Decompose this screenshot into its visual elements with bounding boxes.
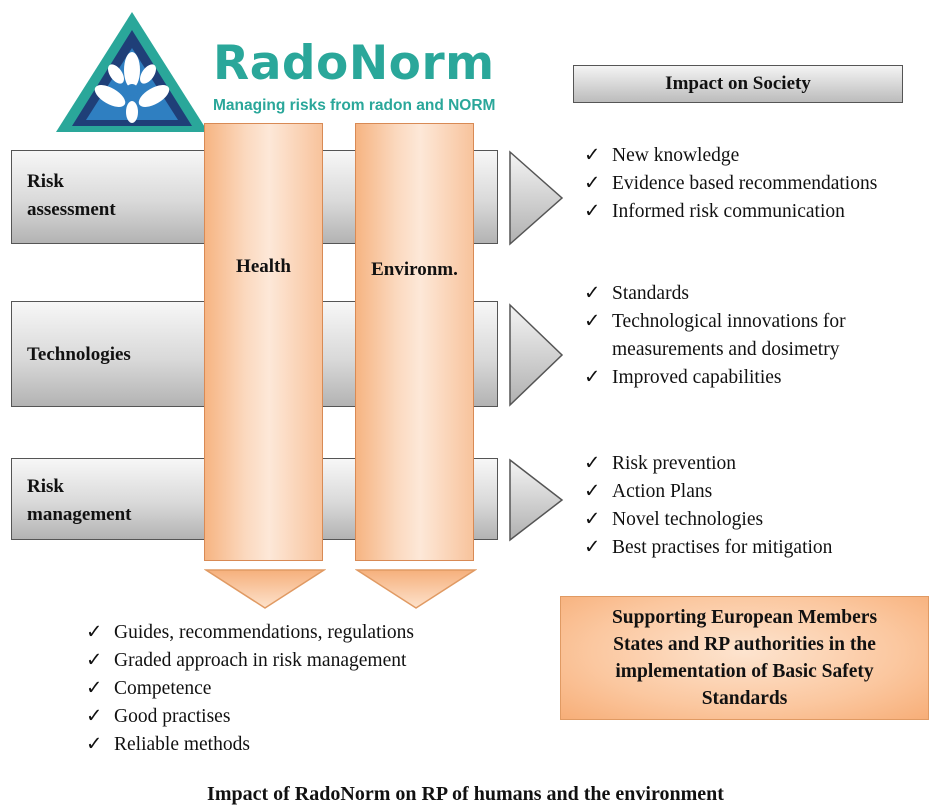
arrow-down-icon [204,569,326,609]
impact-list-technologies: ✓Standards ✓Technological innovations fo… [584,280,846,392]
list-item: ✓Reliable methods [86,734,250,755]
figure-caption: Impact of RadoNorm on RP of humans and t… [207,783,724,805]
list-item: ✓Graded approach in risk management [86,650,407,671]
list-item: ✓Improved capabilities [584,367,782,388]
impact-list-risk-management: ✓Risk prevention ✓Action Plans ✓Novel te… [584,450,832,562]
support-statement-box: Supporting European Members States and R… [560,596,929,720]
outcomes-list: ✓Guides, recommendations, regulations ✓G… [86,619,414,759]
list-item: ✓Novel technologies [584,509,764,530]
list-item-continuation: measurements and dosimetry [612,339,840,360]
column-environment [355,123,474,561]
impact-list-risk-assessment: ✓New knowledge ✓Evidence based recommend… [584,142,877,226]
arrow-right-icon [509,458,564,542]
list-item: ✓Action Plans [584,481,713,502]
column-environment-label: Environm. [371,259,458,280]
list-item: ✓Technological innovations for [584,311,846,332]
row-technologies-label: Technologies [27,344,131,365]
column-health [204,123,323,561]
list-item: ✓Risk prevention [584,453,737,474]
column-health-label: Health [236,256,291,277]
arrow-down-icon [355,569,477,609]
list-item: ✓Informed risk communication [584,201,845,222]
list-item: ✓Competence [86,678,212,699]
impact-header-label: Impact on Society [665,73,811,94]
logo-tagline: Managing risks from radon and NORM [213,97,496,114]
row-risk-management-label: Risk management [27,476,132,525]
arrow-right-icon [509,150,564,246]
list-item: ✓Standards [584,283,689,304]
list-item: ✓Guides, recommendations, regulations [86,622,415,643]
impact-on-society-header: Impact on Society [573,65,903,103]
list-item: ✓Evidence based recommendations [584,173,878,194]
logo-title: RadoNorm [213,36,495,91]
list-item: ✓New knowledge [584,145,740,166]
row-risk-assessment-label: Risk assessment [27,171,116,220]
radonorm-logo-icon [56,12,208,132]
list-item: ✓Best practises for mitigation [584,537,833,558]
arrow-right-icon [509,303,564,407]
list-item: ✓Good practises [86,706,231,727]
